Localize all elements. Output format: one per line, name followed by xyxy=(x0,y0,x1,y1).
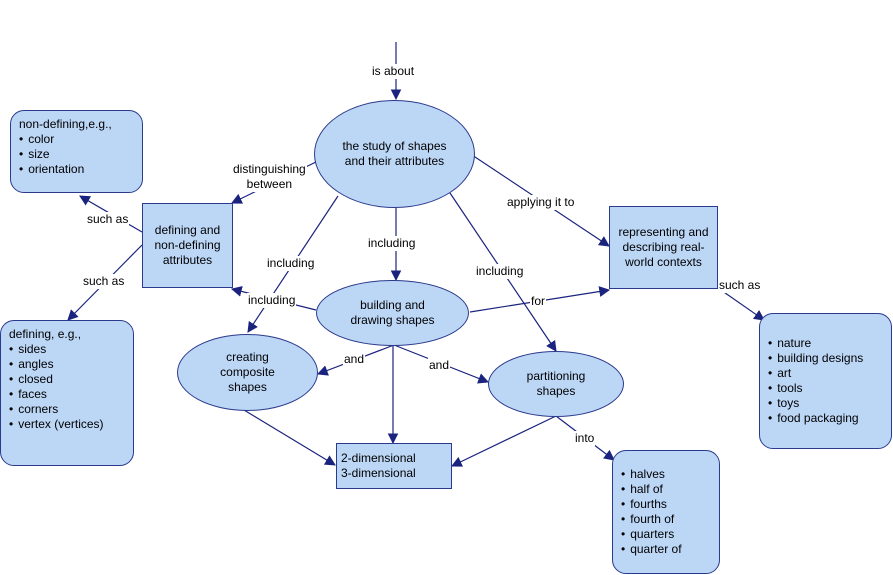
edge-label-and-left: and xyxy=(343,352,366,367)
non-defining-item: size xyxy=(19,147,134,162)
edge-label-is-about: is about xyxy=(371,64,416,79)
node-non-defining-examples: non-defining,e.g., color size orientatio… xyxy=(10,110,143,193)
edge-label-into: into xyxy=(574,431,596,446)
edge-label-such-as-2: such as xyxy=(82,274,126,289)
edge-label-such-as-3: such as xyxy=(718,278,762,293)
node-attributes-line-2: non-defining xyxy=(154,238,221,252)
non-defining-item: orientation xyxy=(19,162,134,177)
defining-item: vertex (vertices) xyxy=(9,417,125,432)
context-item: art xyxy=(768,366,883,381)
node-study-line-2: and their attributes xyxy=(344,154,445,168)
node-partitioning-line-1: partitioning xyxy=(526,369,586,383)
partition-item: quarters xyxy=(621,527,711,542)
node-creating-composite-shapes: creating composite shapes xyxy=(177,334,318,411)
edge-label-including-center: including xyxy=(367,236,417,251)
partition-item: quarter of xyxy=(621,542,711,557)
non-defining-heading: non-defining,e.g., xyxy=(19,117,112,131)
node-attributes-line-3: attributes xyxy=(162,253,213,267)
node-defining-examples: defining, e.g., sides angles closed face… xyxy=(0,320,134,466)
node-dimensional-line-2: 3-dimensional xyxy=(341,466,416,480)
edge-label-distinguishing: distinguishing between xyxy=(232,162,307,192)
context-item: food packaging xyxy=(768,411,883,426)
edge-partitioning-dimensional xyxy=(451,415,557,467)
edge-label-for: for xyxy=(530,294,547,309)
node-composite-line-1: creating xyxy=(226,350,269,364)
node-representing-line-1: representing and xyxy=(618,225,709,239)
partition-item: half of xyxy=(621,482,711,497)
node-building-line-1: building and xyxy=(360,298,425,312)
node-study-line-1: the study of shapes xyxy=(342,139,447,153)
node-composite-line-3: shapes xyxy=(228,380,267,394)
node-representing-line-2: describing real- xyxy=(622,240,705,254)
node-defining-nondefining-attributes: defining and non-defining attributes xyxy=(142,203,233,288)
node-partitioning-shapes: partitioning shapes xyxy=(488,351,624,417)
defining-item: corners xyxy=(9,402,125,417)
edge-label-including-back: including xyxy=(247,293,297,308)
defining-item: sides xyxy=(9,342,125,357)
defining-item: angles xyxy=(9,357,125,372)
node-attributes-line-1: defining and xyxy=(154,223,221,237)
node-dimensional: 2-dimensional 3-dimensional xyxy=(336,443,452,489)
partition-item: halves xyxy=(621,467,711,482)
node-composite-line-2: composite xyxy=(220,365,275,379)
edge-label-applying: applying it to xyxy=(506,195,576,210)
edge-label-and-right: and xyxy=(428,358,451,373)
partition-item: fourth of xyxy=(621,512,711,527)
edge-label-such-as-1: such as xyxy=(86,212,130,227)
edge-label-including-left: including xyxy=(266,256,316,271)
non-defining-item: color xyxy=(19,132,134,147)
edge-label-including-right: including xyxy=(475,264,525,279)
partition-item: fourths xyxy=(621,497,711,512)
node-representing-line-3: world contexts xyxy=(625,255,702,269)
node-real-world-examples: nature building designs art tools toys f… xyxy=(759,313,892,449)
context-item: nature xyxy=(768,336,883,351)
node-study-of-shapes: the study of shapes and their attributes xyxy=(314,100,475,208)
context-item: toys xyxy=(768,396,883,411)
defining-item: faces xyxy=(9,387,125,402)
context-item: building designs xyxy=(768,351,883,366)
edge-such-as-3 xyxy=(717,287,765,321)
node-partitioning-line-2: shapes xyxy=(536,384,576,398)
node-partition-examples: halves half of fourths fourth of quarter… xyxy=(612,450,720,574)
node-building-drawing-shapes: building and drawing shapes xyxy=(316,280,469,346)
node-representing-real-world: representing and describing real- world … xyxy=(609,206,718,289)
context-item: tools xyxy=(768,381,883,396)
defining-item: closed xyxy=(9,372,125,387)
node-building-line-2: drawing shapes xyxy=(350,313,435,327)
node-dimensional-line-1: 2-dimensional xyxy=(341,451,416,465)
edge-composite-dimensional xyxy=(243,409,336,466)
defining-heading: defining, e.g., xyxy=(9,327,82,341)
